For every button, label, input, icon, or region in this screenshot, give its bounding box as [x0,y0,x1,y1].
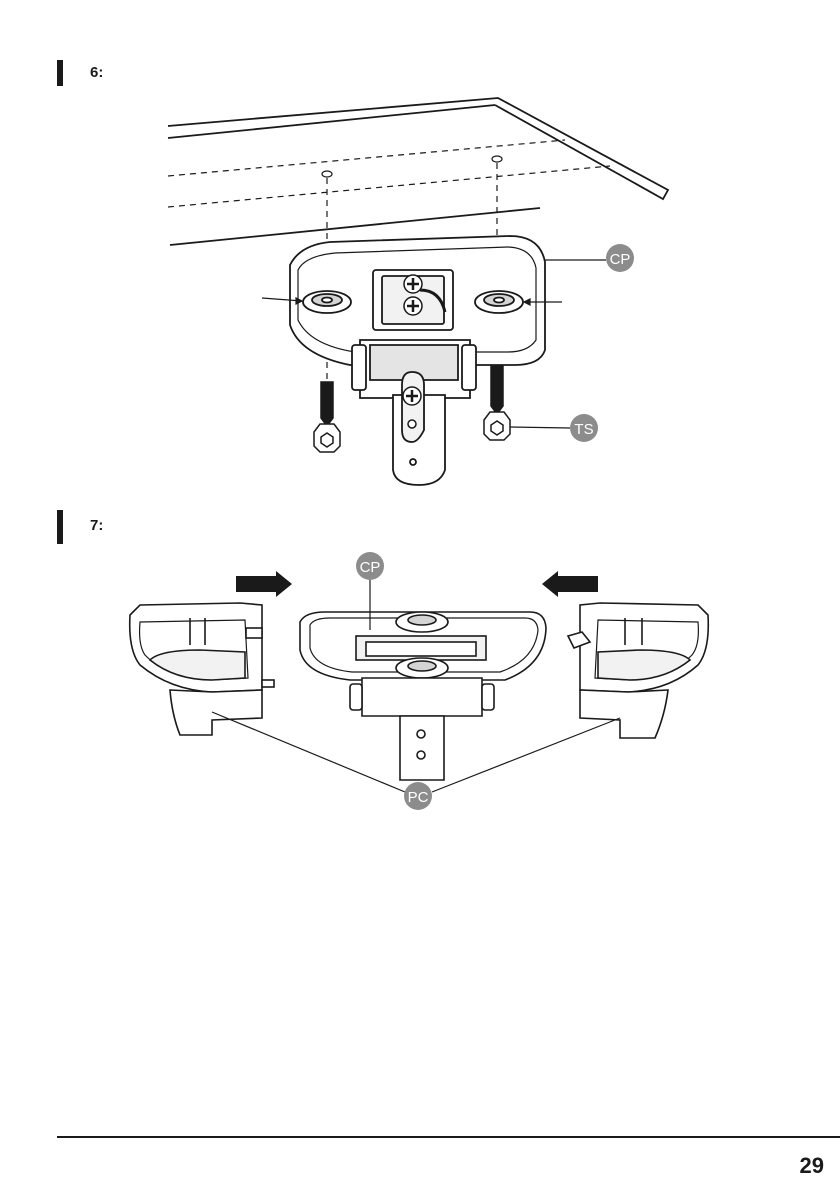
step-6-diagram: CP TS [0,0,840,500]
arrow-right-icon [236,571,292,597]
callout-pc-badge: PC [404,782,432,810]
page-number: 29 [800,1153,824,1179]
callout-cp-badge: CP [606,244,634,272]
callout-cp-text-step7: CP [360,559,381,576]
step-7-diagram: CP PC [0,540,840,860]
callout-ts-text: TS [574,421,593,438]
arrow-left-icon [542,571,598,597]
callout-ts-badge: TS [570,414,598,442]
callout-cp-text: CP [610,251,631,268]
left-side-cover [130,603,274,735]
footer-rule [57,1136,840,1138]
mounting-surface [168,98,668,245]
cover-plate-assembled [300,612,546,780]
callout-pc-text: PC [408,789,429,806]
step-7-marker [57,510,63,544]
step-7-label: 7: [90,517,103,534]
right-side-cover [568,603,708,738]
callout-cp-badge-step7: CP [356,552,384,580]
